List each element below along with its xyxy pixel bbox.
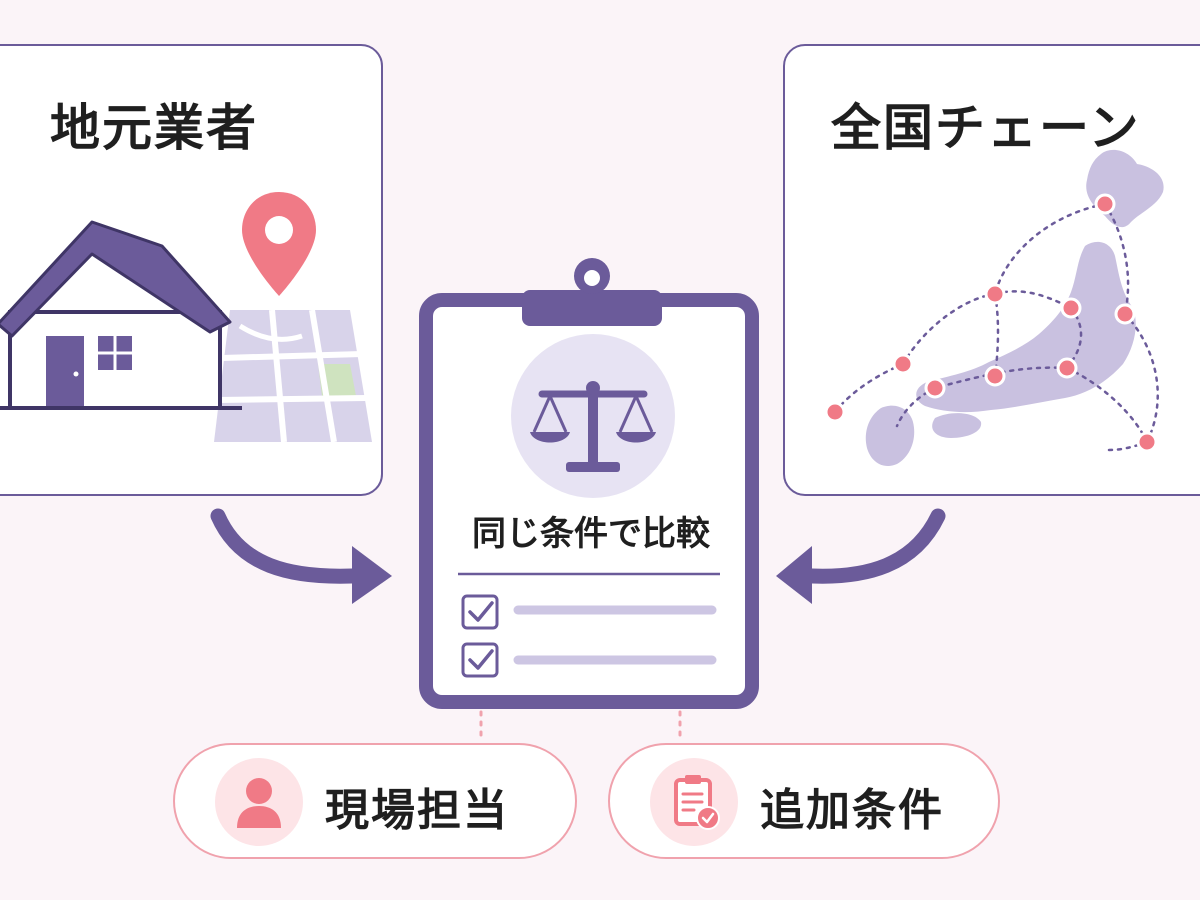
balance-scale-icon bbox=[530, 381, 656, 472]
national-chain-title: 全国チェーン bbox=[831, 99, 1141, 157]
person-icon bbox=[237, 778, 281, 828]
document-icon-badge bbox=[650, 758, 738, 846]
onsite-staff-pill: 現場担当 bbox=[173, 743, 577, 859]
national-chain-card: 全国チェーン bbox=[783, 44, 1200, 496]
japan-map-illustration bbox=[824, 149, 1164, 467]
checklist-row bbox=[461, 594, 717, 630]
local-business-card: 地元業者 bbox=[0, 44, 383, 496]
checklist-row bbox=[461, 642, 717, 678]
scale-background bbox=[511, 334, 675, 498]
person-icon-badge bbox=[215, 758, 303, 846]
dotted-connectors bbox=[479, 710, 682, 744]
additional-conditions-pill: 追加条件 bbox=[608, 743, 1000, 859]
house-map-illustration bbox=[0, 192, 372, 443]
arrow-left-to-center bbox=[210, 508, 392, 604]
onsite-staff-label: 現場担当 bbox=[325, 785, 509, 836]
city-nodes bbox=[824, 193, 1158, 453]
map-icon bbox=[214, 309, 372, 443]
checkbox-checked-icon bbox=[461, 642, 499, 678]
location-pin-icon bbox=[242, 192, 316, 296]
local-business-title: 地元業者 bbox=[50, 99, 258, 157]
checkbox-checked-icon bbox=[461, 594, 499, 630]
arrow-right-to-center bbox=[776, 508, 946, 604]
clipboard-icon bbox=[419, 258, 759, 709]
house-icon bbox=[0, 220, 242, 410]
additional-conditions-label: 追加条件 bbox=[760, 785, 944, 836]
window-icon bbox=[98, 336, 132, 370]
document-check-icon bbox=[674, 775, 720, 830]
comparison-title: 同じ条件で比較 bbox=[472, 514, 710, 554]
